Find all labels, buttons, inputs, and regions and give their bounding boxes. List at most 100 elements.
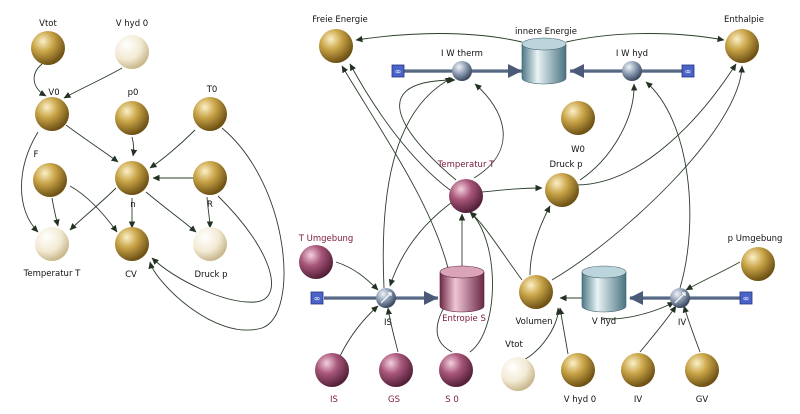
link-gs-is bbox=[385, 307, 399, 353]
node-gv[interactable]: GV bbox=[685, 353, 719, 405]
node-label: Druck p bbox=[549, 160, 582, 170]
node-label: p0 bbox=[128, 88, 139, 98]
valve-iv[interactable]: IV bbox=[670, 288, 690, 328]
valve-iw-therm[interactable]: I W therm bbox=[441, 49, 483, 81]
cloud-source-icon: ∞ bbox=[681, 64, 695, 78]
aux-sphere bbox=[439, 353, 473, 387]
stock-innere-energie[interactable]: innere Energie bbox=[515, 27, 577, 85]
node-temperatur-t[interactable]: Temperatur T bbox=[437, 160, 496, 213]
node-iv[interactable]: IV bbox=[621, 353, 655, 405]
link-volumen-enthalpie bbox=[551, 65, 745, 281]
link-temperatur-druck bbox=[481, 184, 543, 193]
node-is[interactable]: IS bbox=[315, 353, 349, 405]
node-vtot[interactable]: Vtot bbox=[501, 340, 535, 391]
link-pumgebung-iv bbox=[685, 261, 741, 291]
node-enthalpie[interactable]: Enthalpie bbox=[724, 15, 764, 63]
stock-v-hyd[interactable]: V hyd bbox=[581, 265, 627, 327]
right-model-connectors bbox=[335, 33, 745, 363]
link-p0-n bbox=[130, 136, 138, 157]
node-w0[interactable]: W0 bbox=[561, 101, 595, 155]
node-p-umgebung[interactable]: p Umgebung bbox=[728, 234, 783, 281]
svg-text:∞: ∞ bbox=[314, 294, 321, 303]
flow-arrow-is bbox=[424, 291, 438, 305]
node-label: Vtot bbox=[505, 340, 523, 350]
node-label: Druck p bbox=[194, 270, 227, 280]
valve-is[interactable]: IS bbox=[376, 288, 396, 328]
node-v-hyd-0[interactable]: V hyd 0 bbox=[561, 353, 596, 405]
aux-sphere bbox=[621, 353, 655, 387]
left-model-connectors bbox=[21, 63, 285, 331]
node-cv[interactable]: CV bbox=[115, 227, 149, 280]
node-s0[interactable]: S 0 bbox=[439, 353, 473, 405]
stock-entropie-s[interactable]: Entropie S bbox=[439, 265, 486, 324]
node-label: R bbox=[207, 200, 213, 210]
flow-arrow-iw-hyd bbox=[570, 64, 584, 78]
node-label: S 0 bbox=[445, 395, 459, 405]
node-t0[interactable]: T0 bbox=[193, 85, 227, 131]
aux-sphere bbox=[35, 227, 69, 261]
link-n-druck bbox=[145, 191, 197, 233]
node-f[interactable]: F bbox=[33, 150, 67, 197]
link-innere-enthalpie bbox=[565, 33, 725, 43]
valve-glyph-icon bbox=[380, 292, 392, 304]
aux-sphere bbox=[115, 161, 149, 195]
node-freie-energie[interactable]: Freie Energie bbox=[312, 15, 368, 63]
node-label: IS bbox=[384, 318, 392, 328]
link-druck-iwhyd bbox=[579, 83, 638, 181]
aux-sphere bbox=[315, 353, 349, 387]
aux-sphere bbox=[741, 247, 775, 281]
aux-sphere bbox=[193, 227, 227, 261]
link-volumen-druck bbox=[529, 205, 551, 276]
node-p0[interactable]: p0 bbox=[115, 88, 149, 135]
node-label: Vtot bbox=[39, 19, 57, 29]
node-v-hyd-0[interactable]: V hyd 0 bbox=[115, 19, 149, 69]
node-volumen[interactable]: Volumen bbox=[515, 275, 553, 327]
node-temperatur-t[interactable]: Temperatur T bbox=[23, 227, 82, 279]
node-gs[interactable]: GS bbox=[379, 353, 413, 405]
aux-sphere bbox=[115, 35, 149, 69]
flow-arrow-iv bbox=[629, 291, 643, 305]
link-entropie-freie bbox=[341, 65, 449, 269]
node-label: GV bbox=[696, 395, 709, 405]
node-label: IV bbox=[634, 395, 643, 405]
link-n-temperatur bbox=[69, 187, 117, 231]
node-vtot[interactable]: Vtot bbox=[31, 19, 65, 65]
node-label: V hyd 0 bbox=[116, 19, 148, 29]
right-model-clouds: ∞ ∞ ∞ ∞ bbox=[310, 64, 753, 305]
link-f-temperatur bbox=[51, 197, 60, 227]
flow-arrow-iw-therm bbox=[508, 64, 522, 78]
node-label: IS bbox=[330, 395, 338, 405]
link-v0-temperatur bbox=[21, 131, 39, 233]
node-druck-p[interactable]: Druck p bbox=[193, 227, 228, 280]
valve-glyph-icon bbox=[674, 292, 686, 304]
node-label: CV bbox=[125, 270, 137, 280]
aux-sphere bbox=[561, 101, 595, 135]
link-temperatur-freie bbox=[349, 63, 451, 191]
node-label: I W therm bbox=[441, 49, 483, 59]
link-vhyd-iv bbox=[601, 301, 675, 320]
right-model-valves: I W therm I W hyd IS IV bbox=[376, 49, 690, 328]
valve-iw-hyd[interactable]: I W hyd bbox=[616, 49, 648, 81]
aux-sphere bbox=[519, 275, 553, 309]
node-r[interactable]: R bbox=[193, 161, 227, 210]
cloud-source-icon: ∞ bbox=[310, 291, 324, 305]
node-druck-p[interactable]: Druck p bbox=[545, 160, 583, 207]
link-vhyd0-volumen bbox=[557, 307, 569, 355]
svg-text:∞: ∞ bbox=[685, 67, 692, 76]
aux-sphere bbox=[561, 353, 595, 387]
node-t-umgebung[interactable]: T Umgebung bbox=[298, 234, 354, 279]
right-model-flows bbox=[324, 64, 742, 305]
node-v0[interactable]: V0 bbox=[35, 88, 69, 131]
link-innere-freie bbox=[355, 33, 523, 43]
node-label: Freie Energie bbox=[312, 15, 367, 25]
node-n[interactable]: n bbox=[115, 161, 149, 210]
aux-sphere bbox=[193, 161, 227, 195]
link-iv-iwhyd bbox=[645, 81, 691, 289]
node-label: Entropie S bbox=[442, 314, 486, 324]
link-r-druck bbox=[206, 196, 214, 229]
right-model-nodes: Freie Energie Enthalpie W0 Temperatur T … bbox=[298, 15, 783, 405]
node-label: V0 bbox=[48, 88, 59, 98]
right-model-stocks: innere Energie V hyd Entropie S bbox=[439, 27, 627, 327]
aux-sphere bbox=[35, 97, 69, 131]
